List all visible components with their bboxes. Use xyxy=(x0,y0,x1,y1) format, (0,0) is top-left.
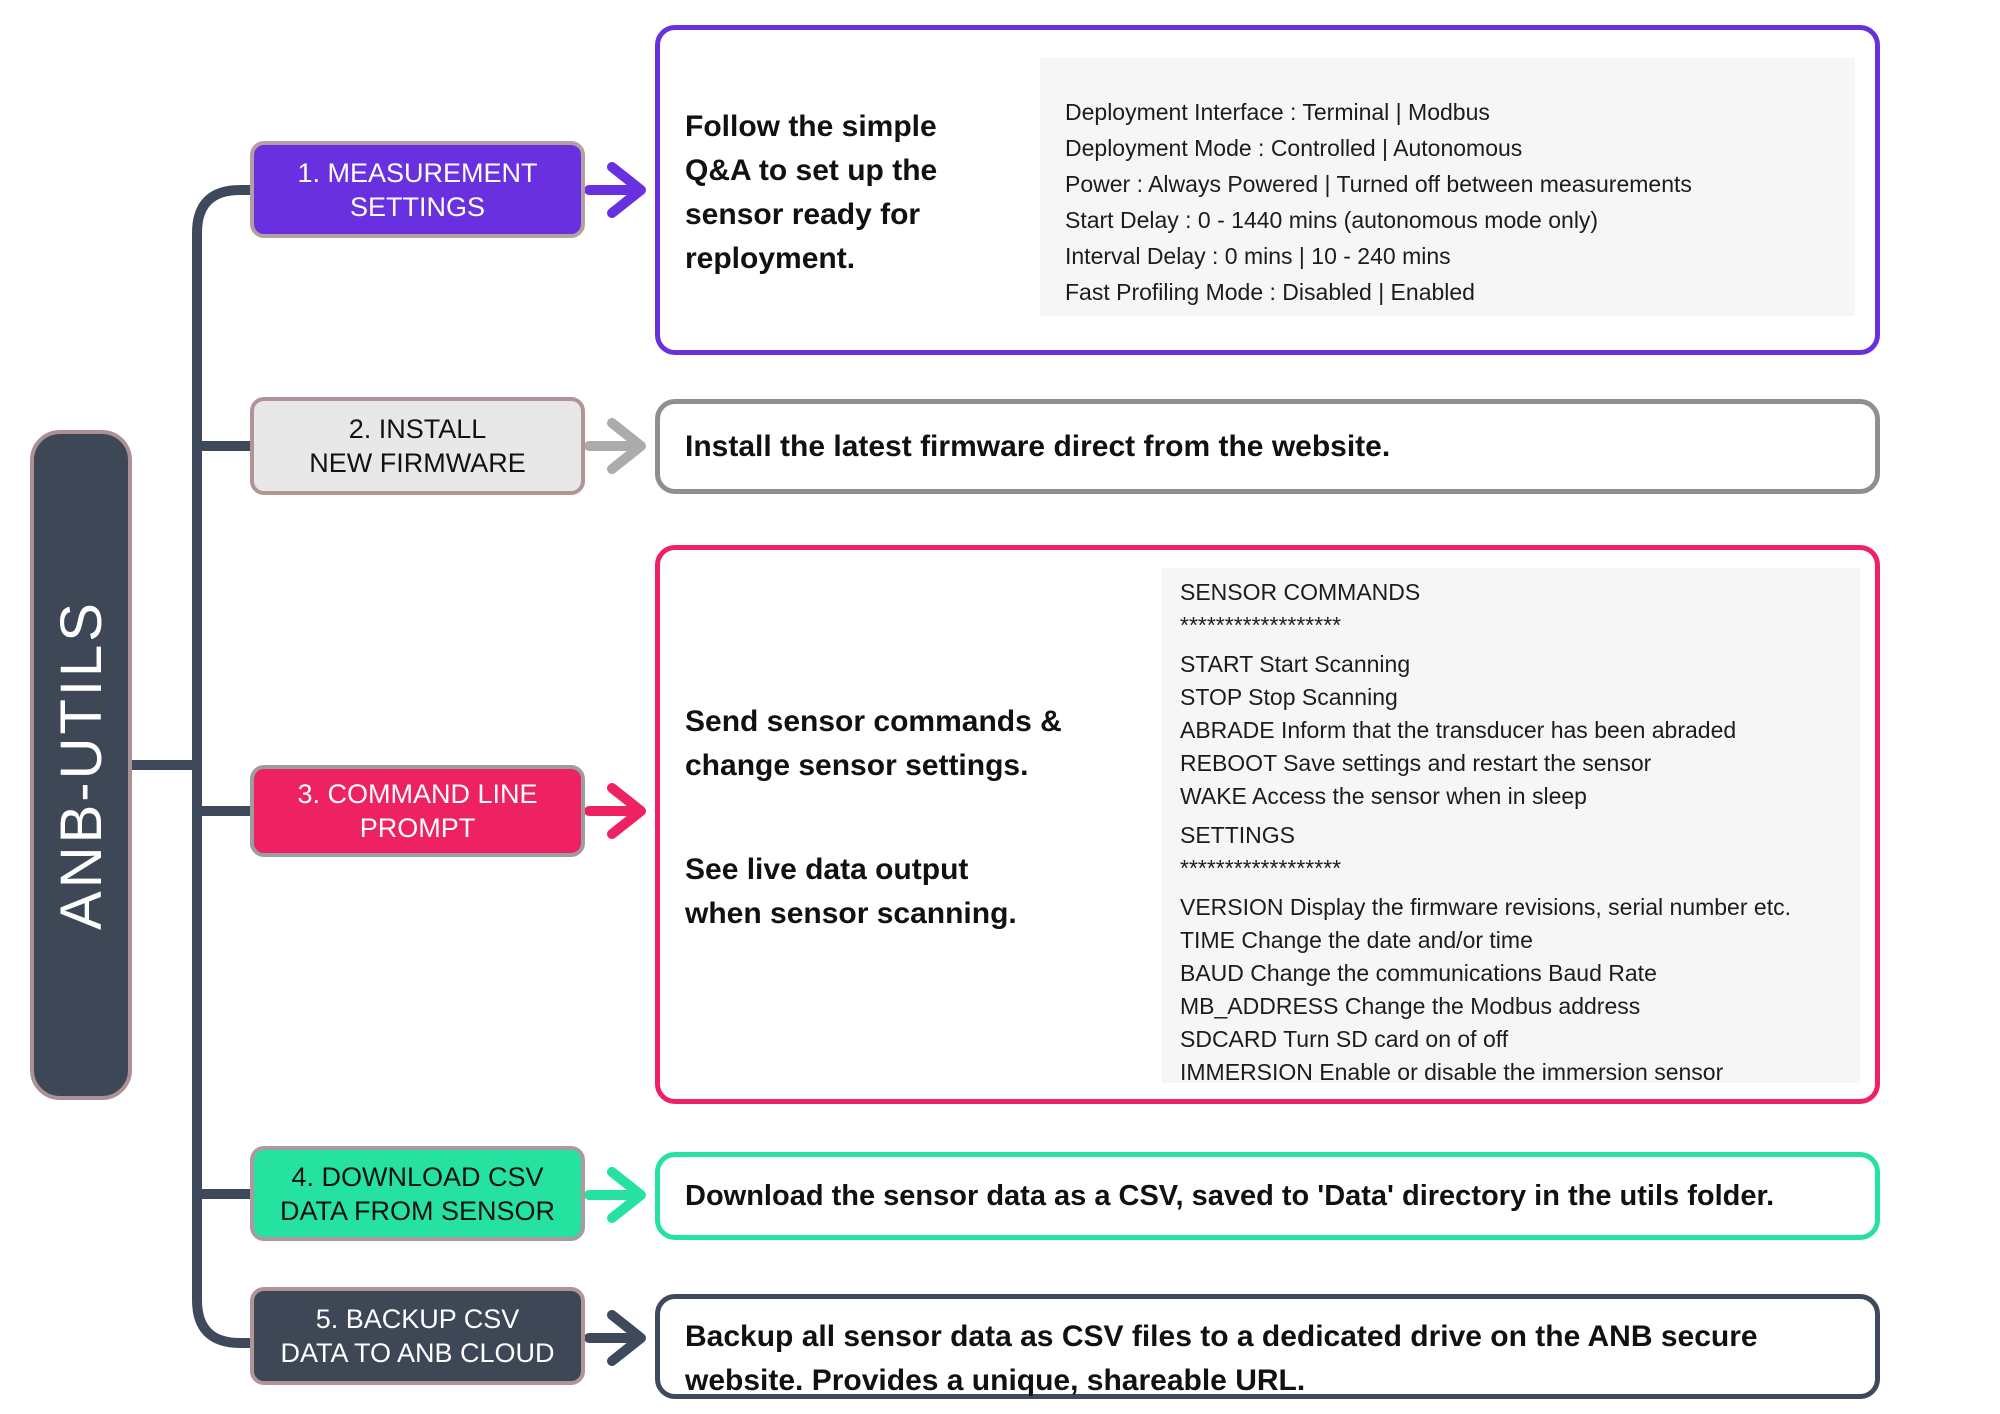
tree-branches xyxy=(130,185,254,1348)
arrow-step-5 xyxy=(584,1310,646,1366)
root-label: ANB-UTILS xyxy=(48,600,114,930)
detail-line: REBOOT Save settings and restart the sen… xyxy=(1180,750,1652,776)
arrow-step-4 xyxy=(584,1167,646,1223)
detail-line: Start Delay : 0 - 1440 mins (autonomous … xyxy=(1065,207,1599,233)
install-firmware-summary: Install the latest firmware direct from … xyxy=(685,429,1391,463)
panel-command-line-prompt: Send sensor commands & change sensor set… xyxy=(655,545,1880,1104)
detail-line: STOP Stop Scanning xyxy=(1180,684,1398,710)
detail-line: BAUD Change the communications Baud Rate xyxy=(1180,960,1657,986)
arrow-step-3 xyxy=(584,783,646,839)
panel-backup-csv: Backup all sensor data as CSV files to a… xyxy=(655,1294,1880,1399)
detail-line: VERSION Display the firmware revisions, … xyxy=(1180,894,1791,920)
command-line-summary-commands: Send sensor commands & change sensor set… xyxy=(685,705,1062,782)
sensor-command-list: SENSOR COMMANDS ****************** START S… xyxy=(1162,568,1860,1085)
panel-install-firmware: Install the latest firmware direct from … xyxy=(655,399,1880,494)
detail-line: Deployment Mode : Controlled | Autonomou… xyxy=(1065,135,1523,161)
detail-line: Interval Delay : 0 mins | 10 - 240 mins xyxy=(1065,243,1451,269)
step-download-csv-data: 4. DOWNLOAD CSV DATA FROM SENSOR xyxy=(250,1146,585,1241)
detail-line: WAKE Access the sensor when in sleep xyxy=(1180,783,1587,809)
detail-line: SDCARD Turn SD card on of off xyxy=(1180,1026,1509,1052)
detail-line: Fast Profiling Mode : Disabled | Enabled xyxy=(1065,279,1475,305)
step-measurement-settings: 1. MEASUREMENT SETTINGS xyxy=(250,141,585,238)
panel-download-csv: Download the sensor data as a CSV, saved… xyxy=(655,1152,1880,1240)
download-csv-summary: Download the sensor data as a CSV, saved… xyxy=(685,1180,1775,1212)
detail-line: ****************** xyxy=(1180,612,1342,638)
arrow-step-2 xyxy=(584,418,646,474)
detail-line: SENSOR COMMANDS xyxy=(1180,579,1421,605)
detail-line: Power : Always Powered | Turned off betw… xyxy=(1065,171,1692,197)
step-backup-csv-data: 5. BACKUP CSV DATA TO ANB CLOUD xyxy=(250,1287,585,1385)
detail-line: IMMERSION Enable or disable the immersio… xyxy=(1180,1059,1724,1085)
detail-line: ****************** xyxy=(1180,855,1342,881)
root-node: ANB-UTILS xyxy=(30,430,132,1100)
tree-trunk xyxy=(192,185,254,1348)
measurement-settings-summary: Follow the simple Q&A to set up the sens… xyxy=(685,110,938,275)
step-command-line-prompt: 3. COMMAND LINE PROMPT xyxy=(250,765,585,857)
detail-line: Deployment Interface : Terminal | Modbus xyxy=(1065,99,1490,125)
detail-line: TIME Change the date and/or time xyxy=(1180,927,1533,953)
backup-csv-summary: Backup all sensor data as CSV files to a… xyxy=(685,1320,1758,1397)
measurement-settings-options: Deployment Interface : Terminal | Modbus… xyxy=(1040,58,1855,316)
detail-line: ABRADE Inform that the transducer has be… xyxy=(1180,717,1737,743)
panel-measurement-settings: Follow the simple Q&A to set up the sens… xyxy=(655,25,1880,355)
command-line-summary-live-data: See live data output when sensor scannin… xyxy=(685,853,1017,930)
arrow-step-1 xyxy=(584,162,646,218)
detail-line: MB_ADDRESS Change the Modbus address xyxy=(1180,993,1641,1019)
step-install-new-firmware: 2. INSTALL NEW FIRMWARE xyxy=(250,397,585,495)
detail-line: START Start Scanning xyxy=(1180,651,1411,677)
detail-line: SETTINGS xyxy=(1180,822,1296,848)
